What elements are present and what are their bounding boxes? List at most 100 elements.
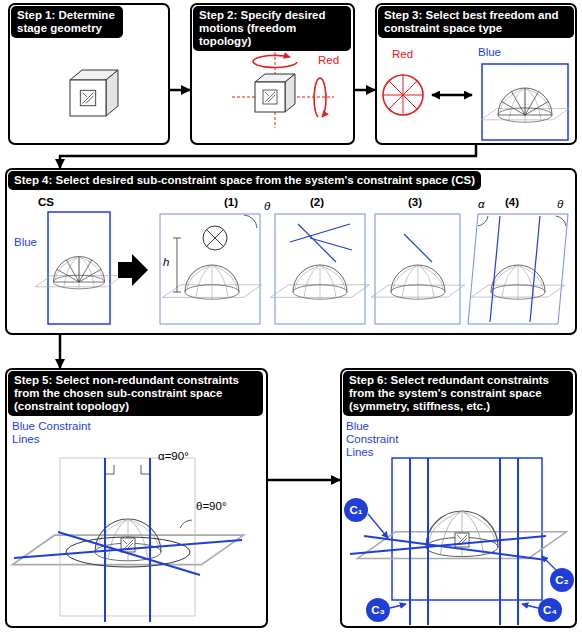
blue-plane: [468, 214, 568, 324]
callout-number: C₁: [349, 504, 362, 516]
step-panel: Step 6: Select redundant constraints fro…: [340, 368, 577, 628]
constraint-line: [490, 216, 540, 322]
step-panel: Step 5: Select non-redundant constraints…: [5, 368, 268, 628]
label: Red: [392, 48, 413, 61]
stage-icon: [263, 90, 277, 104]
rotation-disc: [383, 75, 423, 115]
rotation-lines: [383, 75, 423, 115]
flow-arrow: [355, 89, 375, 92]
label: Blue Constraint Lines: [12, 420, 104, 446]
label: θ: [264, 200, 270, 213]
rotation-arrow: [253, 55, 297, 67]
label: (3): [408, 196, 422, 209]
label: (4): [505, 196, 519, 209]
step-panel: Step 3: Select best freedom and constrai…: [375, 3, 577, 145]
leader-line: [368, 514, 388, 538]
circle-constraint: [203, 226, 227, 250]
label: θ: [557, 198, 563, 211]
label: h: [163, 256, 169, 269]
constraint-line: [350, 536, 546, 560]
angle-arc: [180, 520, 192, 528]
callout-badge: C₂: [550, 568, 574, 592]
step-heading: Step 1: Determine stage geometry: [11, 6, 123, 38]
hemisphere: [185, 265, 239, 299]
label: CS: [38, 196, 54, 209]
stage-icon: [80, 90, 95, 105]
cube-face: [106, 70, 118, 116]
blue-plane: [375, 214, 460, 324]
faint-plane: [60, 458, 195, 616]
dimension-tick: [173, 238, 181, 292]
sub-space-3: [371, 214, 465, 324]
rotation-arrow: [314, 78, 326, 117]
redundant-constraints: [350, 458, 567, 625]
step-heading: Step 6: Select redundant constraints fro…: [343, 371, 573, 416]
right-angle-mark: [105, 465, 150, 474]
label: Blue Constraint Lines: [346, 420, 390, 460]
hemisphere: [54, 257, 105, 289]
step-panel: Step 2: Specify desired motions (freedom…: [190, 3, 355, 145]
sub-space-1: [160, 214, 262, 324]
circle-cross: [207, 230, 224, 247]
blue-plane: [48, 212, 110, 324]
blue-plane: [482, 64, 568, 140]
blue-plane: [160, 214, 260, 324]
cube-face: [255, 82, 285, 112]
cube: [70, 70, 118, 116]
step-heading: Step 3: Select best freedom and constrai…: [378, 6, 574, 38]
double-arrow: [432, 94, 472, 97]
cube-face: [285, 74, 295, 112]
callout-number: C₄: [543, 604, 557, 616]
hemisphere: [293, 265, 347, 299]
leader-line: [522, 604, 538, 608]
label: Blue: [14, 236, 37, 249]
constraint-line: [404, 234, 432, 262]
blue-plane: [275, 214, 365, 324]
constraint-line: [14, 532, 242, 575]
label: α: [478, 198, 485, 211]
constraint-line: [290, 224, 352, 262]
hemisphere: [491, 265, 545, 299]
dimension-line: [177, 238, 178, 292]
leader-line: [390, 604, 406, 608]
label: θ=90°: [196, 500, 227, 513]
leader-line: [542, 556, 556, 570]
freedom-space: [383, 75, 423, 115]
angle-arc: [478, 216, 488, 226]
line-fan: [498, 88, 552, 115]
big-arrow: [118, 254, 148, 286]
sub-space-2: [271, 214, 370, 324]
label: (2): [310, 196, 324, 209]
label: Red: [318, 54, 339, 67]
flow-arrow: [170, 89, 190, 92]
callout-number: C₃: [371, 604, 385, 616]
angle-arc: [244, 215, 257, 228]
flow-arrow: [59, 335, 62, 368]
step-heading: Step 2: Specify desired motions (freedom…: [193, 6, 351, 51]
flow-arrow: [268, 479, 340, 482]
constraint-space: [35, 212, 123, 324]
angle-arc: [556, 216, 566, 226]
step-heading: Step 4: Select desired sub-constraint sp…: [8, 171, 481, 190]
callout-badge: C₁: [344, 498, 368, 522]
blue-plane: [392, 458, 542, 600]
hemisphere: [391, 265, 445, 299]
cube-face: [70, 80, 106, 116]
hemisphere: [498, 88, 552, 122]
constraint-space: [481, 64, 569, 140]
label: (1): [224, 196, 238, 209]
line-fan: [54, 257, 105, 283]
constraint-topology: [13, 458, 244, 622]
sub-space-4: [468, 214, 568, 324]
callout-number: C₂: [555, 574, 568, 586]
flow-arrow: [60, 145, 476, 168]
constraint-line: [105, 458, 150, 622]
callout-badge: C₄: [538, 598, 562, 622]
label: Blue: [478, 46, 501, 59]
callout-badge: C₃: [366, 598, 390, 622]
label: α=90°: [158, 450, 189, 463]
constraint-line: [410, 458, 518, 625]
step-heading: Step 5: Select non-redundant constraints…: [8, 371, 263, 416]
